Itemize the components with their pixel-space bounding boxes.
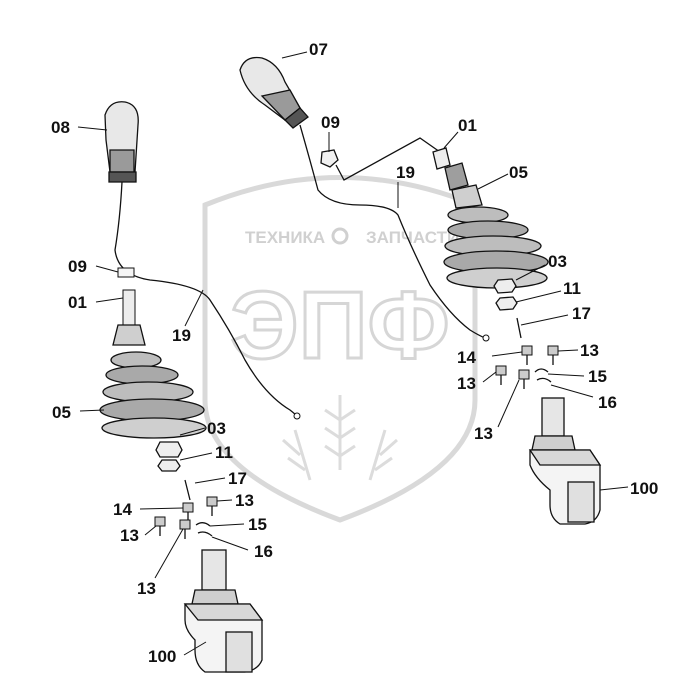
shaft-01-right	[432, 147, 451, 170]
callout-right-03: 03	[548, 252, 567, 271]
callout-left-01: 01	[68, 293, 87, 312]
callout-right-05: 05	[509, 163, 528, 182]
callout-right-17: 17	[572, 304, 591, 323]
clip-16-right	[536, 377, 552, 383]
bolt-13-left-b	[154, 516, 166, 536]
pin-17-left	[184, 479, 191, 501]
bracket-line-right	[335, 137, 441, 181]
callout-right-100: 100	[630, 479, 658, 498]
callout-labels: 08 09 01 19 05 03 11 17 14 13 13 15 16 1…	[51, 40, 658, 666]
nut-09-left	[117, 267, 135, 278]
callout-left-08: 08	[51, 118, 70, 137]
boot-05-left	[99, 324, 207, 439]
callout-left-11: 11	[215, 443, 233, 462]
cable-left	[114, 181, 298, 417]
callout-left-03: 03	[207, 419, 226, 438]
callout-right-16: 16	[598, 393, 617, 412]
callout-right-15: 15	[588, 367, 607, 386]
callout-right-14: 14	[457, 348, 476, 367]
callout-right-11: 11	[563, 279, 581, 298]
callout-left-13c: 13	[137, 579, 156, 598]
boot-05-right	[443, 184, 549, 289]
callout-left-15: 15	[248, 515, 267, 534]
callout-left-100: 100	[148, 647, 176, 666]
callout-left-05: 05	[52, 403, 71, 422]
bolt-14-left	[182, 502, 194, 522]
washer-11-left	[157, 459, 181, 472]
callout-left-13b: 13	[120, 526, 139, 545]
bolt-13-right-c	[518, 369, 530, 389]
callout-left-16: 16	[254, 542, 273, 561]
pilot-valve-100-right	[528, 397, 602, 525]
watermark-text-left: ТЕХНИКА	[245, 228, 325, 247]
nut-09-right	[320, 149, 339, 168]
clip-15-left	[195, 522, 211, 527]
bolt-13-left-a	[206, 496, 218, 516]
nut-03-right	[493, 278, 517, 294]
nut-03-left	[155, 441, 183, 458]
shaft-01-left	[122, 289, 136, 326]
bolt-13-left-c	[179, 519, 191, 539]
clip-16-left	[197, 531, 213, 537]
gear-icon	[331, 227, 349, 245]
cable-end-right	[482, 334, 490, 342]
callout-right-09: 09	[321, 113, 340, 132]
shaft-collar-right	[444, 162, 469, 191]
bolt-13-right-a	[547, 345, 559, 365]
callout-right-13b: 13	[457, 374, 476, 393]
watermark-shield	[202, 175, 478, 523]
callout-right-01: 01	[458, 116, 477, 135]
callout-left-19: 19	[172, 326, 191, 345]
clip-15-right	[534, 368, 549, 373]
callout-left-09: 09	[68, 257, 87, 276]
watermark: ТЕХНИКА ЗАПЧАСТИ ЭПФ	[202, 175, 478, 523]
handle-08-left	[104, 101, 139, 183]
bolt-13-right-b	[495, 365, 507, 385]
callout-left-14: 14	[113, 500, 132, 519]
handle-07-right	[239, 56, 309, 129]
callout-left-13a: 13	[235, 491, 254, 510]
wheat-icon	[282, 395, 398, 481]
cable-end-left	[293, 412, 301, 420]
leader-lines	[77, 51, 629, 656]
callout-right-07: 07	[309, 40, 328, 59]
pin-17-right	[516, 317, 522, 339]
right-joystick-assembly	[239, 56, 602, 525]
washer-11-right	[495, 296, 518, 311]
watermark-logo-text: ЭПФ	[230, 272, 449, 379]
callout-right-13c: 13	[474, 424, 493, 443]
left-joystick-assembly	[99, 101, 301, 673]
cable-right	[299, 124, 486, 339]
pilot-valve-100-left	[183, 549, 264, 673]
callout-left-17: 17	[228, 469, 247, 488]
callout-right-19: 19	[396, 163, 415, 182]
bolt-14-right	[521, 345, 533, 365]
watermark-text-right: ЗАПЧАСТИ	[366, 228, 459, 247]
callout-right-13a: 13	[580, 341, 599, 360]
